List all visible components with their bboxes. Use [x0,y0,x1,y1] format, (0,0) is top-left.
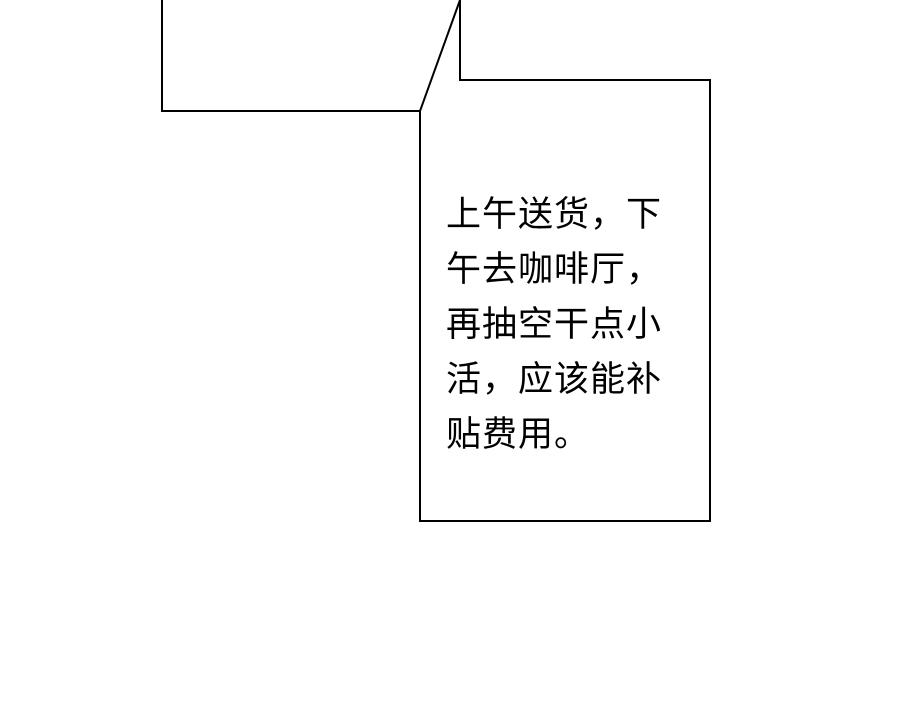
upper-left-panel-outline [161,0,420,112]
caption-line-2: 午去咖啡厅， [446,250,663,290]
caption-line-3: 再抽空干点小 [446,305,663,345]
speech-panel-outline [419,0,711,522]
caption-line-4: 活，应该能补 [446,360,663,400]
caption-line-1: 上午送货，下 [446,195,663,235]
caption-line-5: 贴费用。 [446,415,591,455]
narration-caption: 上午送货，下 午去咖啡厅， 再抽空干点小 活，应该能补 贴费用。 [446,188,702,463]
